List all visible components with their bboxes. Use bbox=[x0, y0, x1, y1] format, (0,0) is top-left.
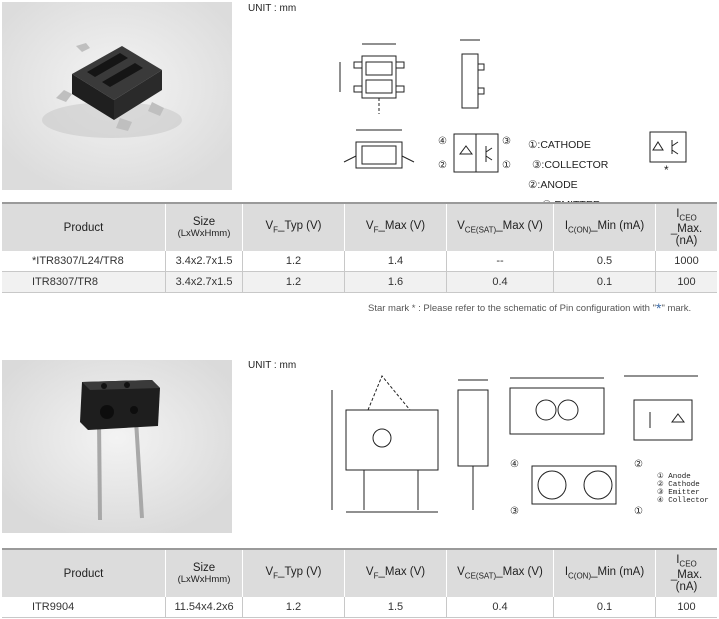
col-size-unit: (LxWxHmm) bbox=[177, 573, 231, 585]
unit-label: UNIT : mm bbox=[248, 3, 297, 14]
pin-cathode: ①:CATHODE bbox=[528, 139, 591, 151]
table-row: *ITR8307/L24/TR8 3.4x2.7x1.5 1.2 1.4 -- … bbox=[2, 251, 717, 272]
svg-text:④: ④ bbox=[510, 459, 519, 470]
col-vf-typ-label: Typ (V) bbox=[284, 566, 322, 579]
col-product: Product bbox=[2, 203, 166, 251]
cell-ic: 0.1 bbox=[553, 271, 656, 293]
svg-text:①: ① bbox=[502, 160, 511, 171]
pin-cathode: ② Cathode bbox=[657, 481, 700, 489]
dimension-drawing-itr9904: ④ ② ③ ① bbox=[331, 375, 698, 517]
svg-text:①: ① bbox=[634, 506, 643, 517]
svg-text:③: ③ bbox=[510, 506, 519, 517]
through-hole-sensor-image bbox=[2, 360, 232, 533]
spec-table-itr8307: Product Size (LxWxHmm) VF_Typ (V) VF_Max… bbox=[2, 202, 717, 293]
note-text-pre: Star mark * : Please refer to the schema… bbox=[368, 303, 656, 314]
col-iceo-label: Max. (nA) bbox=[675, 222, 703, 247]
pin-collector: ④ Collector bbox=[657, 497, 709, 505]
col-ic-label: Min (mA) bbox=[597, 566, 645, 579]
dimension-drawing-itr8307: ④ ② ③ ① * bbox=[339, 39, 687, 177]
col-ic-label: Min (mA) bbox=[597, 220, 645, 233]
pin-anode: ① Anode bbox=[657, 473, 691, 481]
col-vf-typ: VF_Typ (V) bbox=[242, 203, 345, 251]
col-size-label: Size bbox=[192, 561, 216, 574]
cell-size: 11.54x4.2x6 bbox=[165, 597, 243, 618]
star-mark: * bbox=[655, 300, 662, 316]
cell-size: 3.4x2.7x1.5 bbox=[165, 271, 243, 293]
col-vf-max: VF_Max (V) bbox=[344, 203, 447, 251]
cell-vf-typ: 1.2 bbox=[242, 251, 345, 272]
col-ic-on: IC(ON)_Min (mA) bbox=[553, 549, 656, 597]
cell-iceo: 100 bbox=[655, 597, 717, 618]
cell-product: ITR9904 bbox=[2, 597, 166, 618]
product-photo-itr9904 bbox=[2, 360, 232, 533]
cell-vf-max: 1.4 bbox=[344, 251, 447, 272]
cell-vce: 0.4 bbox=[446, 597, 554, 618]
col-vce-sat: VCE(SAT)_Max (V) bbox=[446, 549, 554, 597]
svg-text:②: ② bbox=[438, 160, 447, 171]
cell-size: 3.4x2.7x1.5 bbox=[165, 251, 243, 272]
note-text-post: " mark. bbox=[661, 303, 692, 314]
svg-text:②: ② bbox=[634, 459, 643, 470]
svg-text:*: * bbox=[664, 163, 669, 177]
cell-ic: 0.1 bbox=[553, 597, 656, 618]
cell-vf-max: 1.5 bbox=[344, 597, 447, 618]
star-mark-note: Star mark * : Please refer to the schema… bbox=[368, 300, 691, 316]
col-iceo: ICEO _Max. (nA) bbox=[655, 549, 717, 597]
col-vce-label: Max (V) bbox=[502, 566, 543, 579]
cell-vce: 0.4 bbox=[446, 271, 554, 293]
col-vf-max: VF_Max (V) bbox=[344, 549, 447, 597]
spec-table-itr9904: Product Size (LxWxHmm) VF_Typ (V) VF_Max… bbox=[2, 548, 717, 618]
cell-product: ITR8307/TR8 bbox=[2, 271, 166, 293]
cell-vf-typ: 1.2 bbox=[242, 271, 345, 293]
cell-ic: 0.5 bbox=[553, 251, 656, 272]
col-product: Product bbox=[2, 549, 166, 597]
col-size-label: Size bbox=[192, 215, 216, 228]
col-iceo-label: Max. (nA) bbox=[675, 568, 703, 593]
cell-vf-typ: 1.2 bbox=[242, 597, 345, 618]
col-ic-on: IC(ON)_Min (mA) bbox=[553, 203, 656, 251]
col-vce-sat: VCE(SAT)_Max (V) bbox=[446, 203, 554, 251]
col-vf-max-label: Max (V) bbox=[384, 566, 426, 579]
cell-iceo: 100 bbox=[655, 271, 717, 293]
cell-iceo: 1000 bbox=[655, 251, 717, 272]
svg-text:④: ④ bbox=[438, 136, 447, 147]
col-vf-max-label: Max (V) bbox=[384, 220, 426, 233]
pin-legend-2: ① Anode ② Cathode ③ Emitter ④ Collector bbox=[657, 473, 709, 505]
table-row: ITR8307/TR8 3.4x2.7x1.5 1.2 1.6 0.4 0.1 … bbox=[2, 271, 717, 293]
col-vce-label: Max (V) bbox=[502, 220, 543, 233]
smd-sensor-image bbox=[2, 2, 232, 190]
svg-text:③: ③ bbox=[502, 136, 511, 147]
col-iceo: ICEO _Max. (nA) bbox=[655, 203, 717, 251]
cell-product: *ITR8307/L24/TR8 bbox=[2, 251, 166, 272]
product-photo-itr8307 bbox=[2, 2, 232, 190]
pin-anode: ②:ANODE bbox=[528, 179, 578, 191]
col-vf-typ: VF_Typ (V) bbox=[242, 549, 345, 597]
unit-label: UNIT : mm bbox=[248, 360, 297, 371]
table-row: ITR9904 11.54x4.2x6 1.2 1.5 0.4 0.1 100 bbox=[2, 597, 717, 618]
cell-vf-max: 1.6 bbox=[344, 271, 447, 293]
col-size: Size (LxWxHmm) bbox=[165, 203, 243, 251]
cell-vce: -- bbox=[446, 251, 554, 272]
col-size: Size (LxWxHmm) bbox=[165, 549, 243, 597]
col-vf-typ-label: Typ (V) bbox=[284, 220, 322, 233]
pin-emitter: ③ Emitter bbox=[657, 489, 700, 497]
pin-collector: ③:COLLECTOR bbox=[532, 159, 609, 171]
col-size-unit: (LxWxHmm) bbox=[177, 227, 231, 239]
